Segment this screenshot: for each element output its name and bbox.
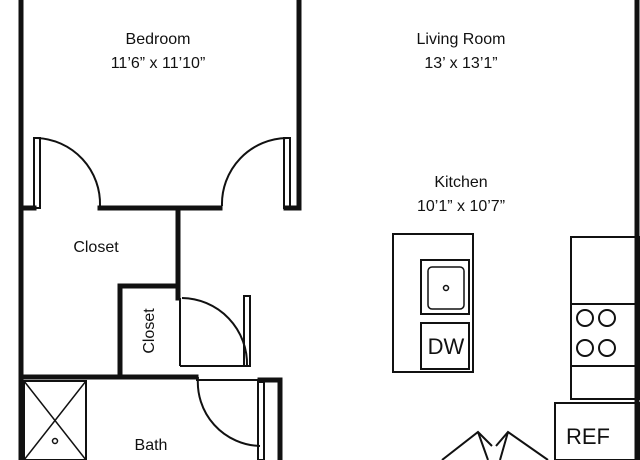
bedroom-closet-door[interactable] xyxy=(33,137,102,209)
dishwasher-label: DW xyxy=(428,334,465,359)
kitchen-size: 10’1” x 10’7” xyxy=(417,198,505,215)
bedroom-name: Bedroom xyxy=(126,31,191,48)
bedroom-door[interactable] xyxy=(220,137,291,209)
sink-basin xyxy=(427,266,465,310)
closet-name: Closet xyxy=(73,239,119,256)
shower-stall xyxy=(23,380,87,460)
small-closet-name: Closet xyxy=(141,308,158,354)
bath-door[interactable] xyxy=(196,376,265,460)
burner-icon xyxy=(598,339,616,357)
entry-double-door[interactable] xyxy=(441,430,549,460)
bath-name: Bath xyxy=(135,437,168,454)
walls xyxy=(18,0,640,460)
living-room-size: 13’ x 13’1” xyxy=(424,55,497,72)
sink-outer xyxy=(420,259,470,315)
burner-icon xyxy=(598,309,616,327)
burner-icon xyxy=(576,339,594,357)
refrigerator xyxy=(554,402,640,460)
small-closet-door[interactable] xyxy=(179,295,251,367)
burner-icon xyxy=(576,309,594,327)
shower-drain-icon xyxy=(51,437,59,445)
living-room-name: Living Room xyxy=(417,31,506,48)
dishwasher xyxy=(420,322,470,370)
bedroom-size: 11’6” x 11’10” xyxy=(111,55,206,72)
range-counter xyxy=(570,236,640,400)
refrigerator-label: REF xyxy=(566,424,610,449)
kitchen-name: Kitchen xyxy=(434,174,487,191)
kitchen-island xyxy=(392,233,474,373)
sink-drain-icon xyxy=(442,284,450,292)
